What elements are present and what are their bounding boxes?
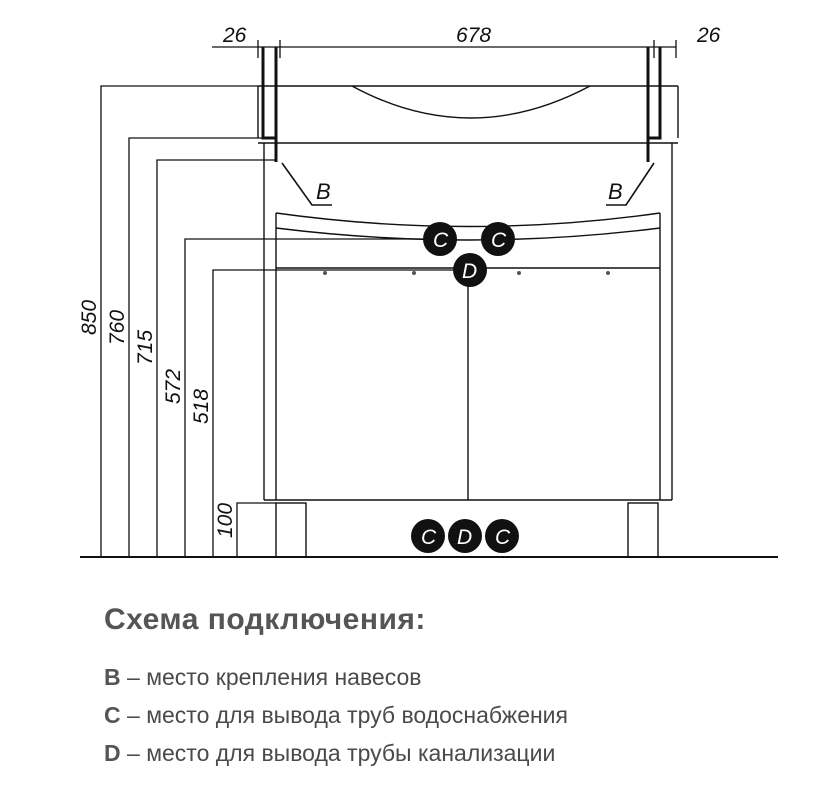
legend-dash: –: [120, 740, 147, 766]
height-dimension-lines: [100, 85, 468, 557]
legend-title: Схема подключения:: [104, 603, 426, 636]
dim-height-715: 715: [134, 330, 157, 365]
legend-text: место крепления навесов: [146, 664, 422, 690]
legend-key: D: [104, 740, 121, 766]
dim-height-572: 572: [162, 369, 185, 404]
dim-height-850: 850: [78, 300, 101, 335]
dim-top-width: 678: [456, 24, 491, 47]
marker-b-right: B: [608, 179, 623, 204]
legend-item-d: D – место для вывода трубы канализации: [104, 734, 804, 772]
dim-top-left: 26: [222, 24, 247, 47]
legend-dash: –: [120, 702, 147, 728]
svg-text:C: C: [491, 229, 507, 252]
legend-key: B: [104, 664, 121, 690]
legend-item-b: B – место крепления навесов: [104, 658, 804, 696]
marker-d-upper: D: [453, 253, 487, 287]
legend-text: место для вывода трубы канализации: [146, 740, 556, 766]
legend-text: место для вывода труб водоснабжения: [146, 702, 568, 728]
svg-text:D: D: [457, 526, 472, 549]
legend-key: C: [104, 702, 121, 728]
marker-c-lower-right: C: [485, 519, 519, 553]
marker-b-left: B: [316, 179, 331, 204]
legend-item-c: C – место для вывода труб водоснабжения: [104, 696, 804, 734]
hinge-dots: [323, 271, 610, 275]
marker-c-upper-right: C: [481, 222, 515, 256]
svg-text:D: D: [462, 260, 477, 283]
cabinet-outline: [257, 47, 679, 558]
svg-text:C: C: [433, 229, 449, 252]
dim-height-100: 100: [214, 503, 237, 538]
legend-dash: –: [120, 664, 147, 690]
dim-height-518: 518: [190, 389, 213, 424]
svg-text:C: C: [495, 526, 511, 549]
svg-text:C: C: [421, 526, 437, 549]
connection-diagram: 26 678 26: [78, 24, 778, 558]
top-dimension-lines: [212, 40, 677, 58]
marker-c-lower-left: C: [411, 519, 445, 553]
dim-height-760: 760: [106, 310, 129, 345]
dim-top-right: 26: [696, 24, 721, 47]
marker-c-upper-left: C: [423, 222, 457, 256]
legend: Схема подключения: B – место крепления н…: [104, 600, 804, 772]
marker-d-lower: D: [448, 519, 482, 553]
